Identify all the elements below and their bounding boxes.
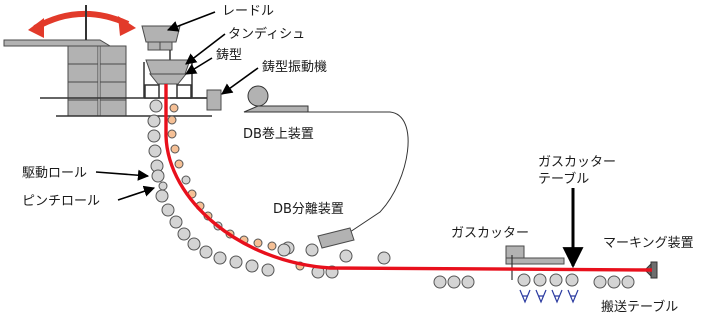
roll bbox=[148, 144, 162, 158]
label-mold-oscillator: 鋳型振動機 bbox=[262, 60, 328, 75]
roll bbox=[377, 251, 391, 265]
roll bbox=[267, 241, 277, 251]
roll bbox=[170, 144, 180, 154]
label-gas-cutter: ガスカッター bbox=[451, 226, 530, 241]
label-marking-device: マーキング装置 bbox=[603, 236, 694, 251]
label-gas-cutter-table-line2: テーブル bbox=[538, 172, 590, 187]
callout-ladle bbox=[166, 11, 216, 32]
roll bbox=[167, 115, 177, 125]
db-separator bbox=[317, 227, 355, 249]
label-drive-roll: 駆動ロール bbox=[22, 166, 88, 181]
roll bbox=[339, 249, 353, 263]
mold-oscillator bbox=[170, 89, 222, 111]
spray-mark bbox=[551, 289, 563, 304]
rotation-arrowhead-left bbox=[28, 18, 44, 38]
gas-cutter bbox=[505, 245, 565, 280]
label-mold: 鋳型 bbox=[216, 48, 243, 63]
roll bbox=[169, 215, 183, 229]
roll bbox=[213, 251, 227, 265]
roll bbox=[167, 129, 177, 139]
db-winder bbox=[243, 85, 309, 113]
ladle bbox=[141, 25, 181, 51]
callout-pinch-roll bbox=[117, 185, 156, 201]
roll bbox=[158, 181, 168, 191]
spray-mark bbox=[535, 289, 547, 304]
spray-mark bbox=[519, 289, 531, 304]
roll bbox=[147, 129, 161, 143]
label-transport-table: 搬送テーブル bbox=[601, 300, 679, 315]
label-ladle: レードル bbox=[222, 4, 275, 19]
roll bbox=[565, 273, 579, 287]
dummy-bar-chain bbox=[308, 111, 409, 233]
roll bbox=[461, 275, 475, 289]
roll bbox=[277, 243, 291, 257]
roll bbox=[174, 159, 184, 169]
roll bbox=[447, 275, 461, 289]
roll bbox=[517, 273, 531, 287]
roll bbox=[533, 273, 547, 287]
roll bbox=[607, 275, 621, 289]
spray-marks bbox=[519, 289, 579, 304]
callout-drive-roll bbox=[95, 169, 150, 181]
label-tundish: タンディシュ bbox=[228, 27, 306, 42]
mold bbox=[148, 73, 188, 85]
roll-group bbox=[147, 99, 635, 289]
label-pinch-roll: ピンチロール bbox=[22, 194, 101, 209]
ladle-turret bbox=[3, 5, 127, 117]
label-gas-cutter-table-line1: ガスカッター bbox=[538, 155, 617, 170]
roll bbox=[155, 189, 169, 203]
roll bbox=[177, 227, 191, 241]
roll bbox=[181, 175, 191, 185]
roll bbox=[593, 275, 607, 289]
callout-tundish bbox=[185, 33, 226, 65]
roll bbox=[199, 245, 213, 259]
rotation-arrowhead-right bbox=[118, 16, 136, 36]
roll bbox=[245, 259, 259, 273]
roll bbox=[149, 99, 163, 113]
spray-mark bbox=[567, 289, 579, 304]
roll bbox=[169, 103, 179, 113]
roll bbox=[261, 263, 275, 277]
roll bbox=[253, 238, 263, 248]
roll bbox=[433, 275, 447, 289]
roll bbox=[151, 169, 165, 183]
roll bbox=[161, 203, 175, 217]
label-db-separator: DB分離装置 bbox=[273, 202, 344, 217]
roll bbox=[621, 275, 635, 289]
turret-rotation-arrow bbox=[33, 10, 130, 31]
label-db-winder: DB巻上装置 bbox=[243, 127, 314, 142]
steel-strand bbox=[164, 84, 653, 272]
roll bbox=[549, 273, 563, 287]
tundish bbox=[145, 59, 191, 75]
callout-mold-oscillator bbox=[221, 67, 259, 95]
roll bbox=[187, 237, 201, 251]
callout-mold bbox=[185, 57, 213, 75]
roll bbox=[147, 114, 161, 128]
roll bbox=[229, 255, 243, 269]
roll bbox=[305, 243, 319, 257]
